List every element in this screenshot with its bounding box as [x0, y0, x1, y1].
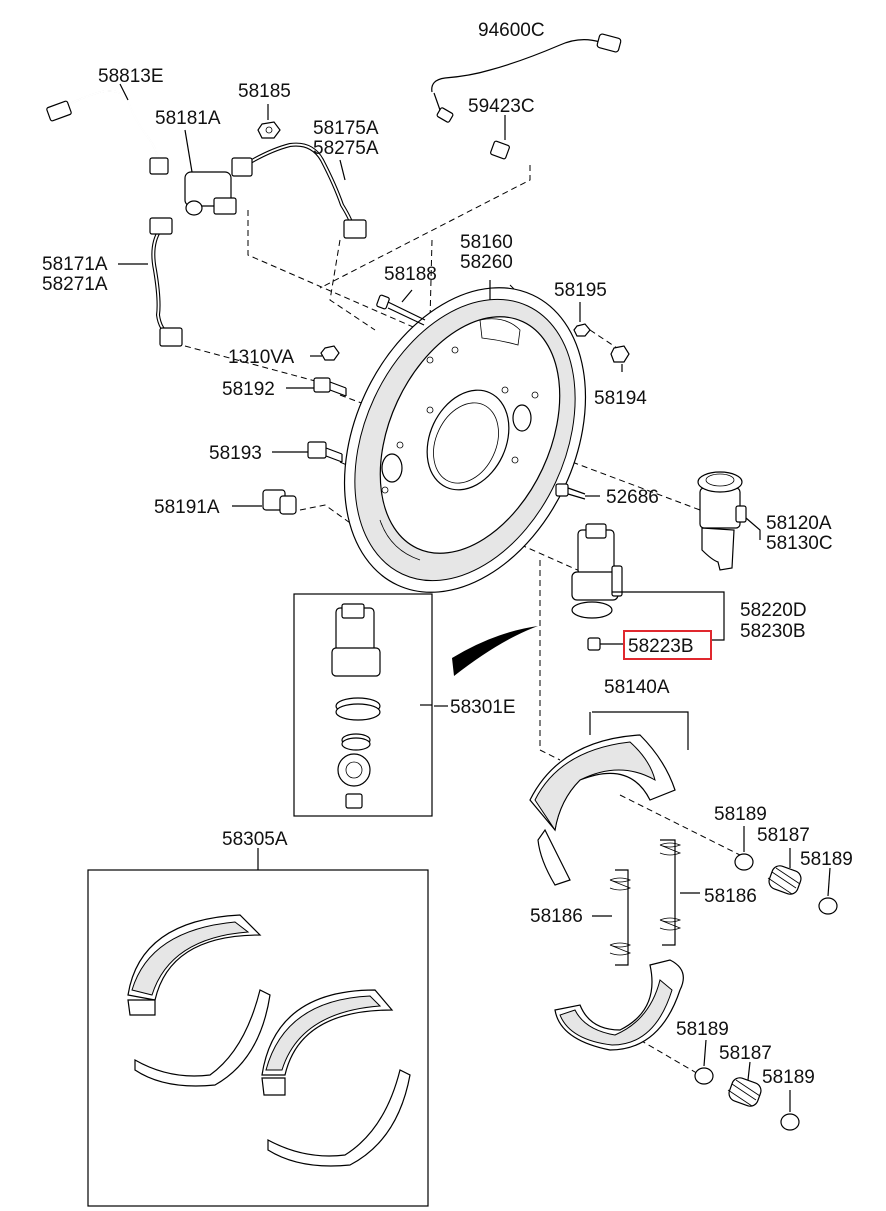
label-58175a: 58175A [313, 118, 379, 139]
label-58195: 58195 [554, 280, 607, 301]
spring-58186-right [659, 839, 682, 946]
brake-tube-58171a [149, 217, 183, 347]
label-58275a: 58275A [313, 138, 379, 159]
brake-shoe-lower [554, 959, 684, 1051]
adjuster-58120a [697, 471, 747, 571]
nut-58185 [257, 121, 281, 139]
grommet-59423c [490, 140, 510, 160]
spring-58187-a [767, 865, 802, 895]
cup-58189-b [818, 897, 838, 915]
label-58260: 58260 [460, 252, 513, 273]
label-58189-c: 58189 [676, 1019, 729, 1040]
label-1310va: 1310VA [228, 347, 295, 368]
pointer-arrow [452, 626, 538, 676]
label-58223b: 58223B [628, 636, 694, 657]
label-52686: 52686 [606, 487, 659, 508]
cup-58189-d [780, 1113, 800, 1131]
label-58230b: 58230B [740, 621, 806, 642]
backing-plate [343, 287, 587, 593]
cup-58189-a [734, 853, 754, 871]
bolt-58192 [313, 377, 347, 397]
label-94600c: 94600C [478, 20, 545, 41]
label-58140a: 58140A [604, 677, 670, 698]
label-58188: 58188 [384, 264, 437, 285]
bolt-58188 [376, 294, 426, 326]
bleeder-58223b [587, 637, 601, 651]
label-58181a: 58181A [155, 108, 221, 129]
cup-58189-c [694, 1067, 714, 1085]
box-58301e [293, 593, 433, 817]
nut-58194 [610, 345, 630, 363]
label-58193: 58193 [209, 443, 262, 464]
nut-1310va [320, 345, 340, 361]
label-59423c: 59423C [468, 96, 535, 117]
spring-58186-left [609, 869, 632, 966]
label-58187-a: 58187 [757, 825, 810, 846]
label-58813e: 58813E [98, 66, 164, 87]
box-58305a [87, 848, 429, 1207]
label-58189-a: 58189 [714, 804, 767, 825]
label-58130c: 58130C [766, 533, 833, 554]
label-58160: 58160 [460, 232, 513, 253]
label-58187-b: 58187 [719, 1043, 772, 1064]
brake-tube-58175a [231, 142, 367, 239]
label-58192: 58192 [222, 379, 275, 400]
label-58305a: 58305A [222, 829, 288, 850]
label-58191a: 58191A [154, 497, 220, 518]
label-58185: 58185 [238, 81, 291, 102]
grommet-58191a [262, 489, 297, 515]
highlight-box [623, 630, 712, 660]
bolt-52686 [555, 483, 586, 500]
brake-tube-58813e [46, 90, 169, 175]
label-58171a: 58171A [42, 254, 108, 275]
spring-58187-b [727, 1077, 762, 1107]
part-labels: 94600C 58813E 58185 59423C 58181A 58175A… [42, 20, 853, 1088]
junction-58181a [184, 171, 237, 216]
label-58186-b: 58186 [530, 906, 583, 927]
label-58220d: 58220D [740, 600, 807, 621]
label-58271a: 58271A [42, 274, 108, 295]
label-58194: 58194 [594, 388, 647, 409]
label-58189-b: 58189 [800, 849, 853, 870]
leader-lines [118, 83, 831, 1112]
label-58120a: 58120A [766, 513, 832, 534]
wheel-speed-sensor [431, 33, 622, 123]
bolt-58193 [307, 441, 343, 463]
nut-58195 [573, 323, 591, 337]
label-58189-d: 58189 [762, 1067, 815, 1088]
label-58186-a: 58186 [704, 886, 757, 907]
label-58301e: 58301E [450, 697, 516, 718]
actuator-58220d [571, 523, 623, 619]
brake-shoe-upper [529, 711, 689, 886]
